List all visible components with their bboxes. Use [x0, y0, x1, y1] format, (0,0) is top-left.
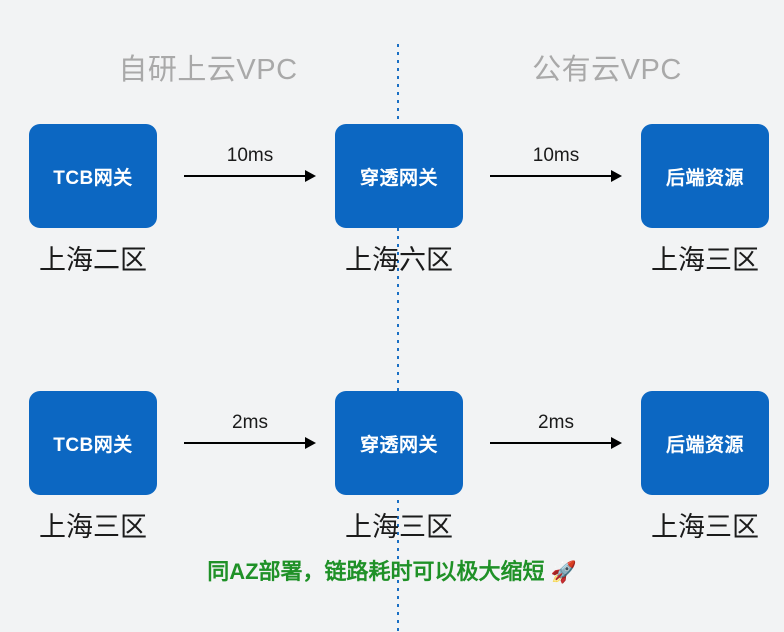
az-caption-row0-tcb-gateway: 上海二区: [39, 245, 147, 275]
arrow-row0-link1: [490, 166, 622, 186]
rocket-icon: 🚀: [550, 561, 577, 584]
az-caption-row0-backend-resource: 上海三区: [651, 245, 759, 275]
az-caption-row1-backend-resource: 上海三区: [651, 512, 759, 542]
arrow-shaft: [184, 442, 306, 444]
node-label: TCB网关: [53, 434, 133, 456]
arrow-head-icon: [611, 437, 622, 449]
node-row0-tcb-gateway[interactable]: TCB网关: [29, 124, 157, 228]
az-caption-row1-tcb-gateway: 上海三区: [39, 512, 147, 542]
node-label: 后端资源: [665, 434, 744, 456]
arrow-head-icon: [611, 170, 622, 182]
node-label: 后端资源: [665, 167, 744, 189]
arrow-head-icon: [305, 437, 316, 449]
zone-header-left: 自研上云VPC: [118, 54, 298, 86]
node-label: 穿透网关: [359, 167, 438, 189]
arrow-row0-link0: [184, 166, 316, 186]
arrow-shaft: [184, 175, 306, 177]
az-caption-row0-penetration-gateway: 上海六区: [345, 245, 453, 275]
node-row0-penetration-gateway[interactable]: 穿透网关: [335, 124, 463, 228]
node-row1-penetration-gateway[interactable]: 穿透网关: [335, 391, 463, 495]
latency-label-row1-link0: 2ms: [232, 412, 268, 433]
az-caption-row1-penetration-gateway: 上海三区: [345, 512, 453, 542]
node-row0-backend-resource[interactable]: 后端资源: [641, 124, 769, 228]
arrow-shaft: [490, 442, 612, 444]
arrow-shaft: [490, 175, 612, 177]
summary-caption-text: 同AZ部署，链路耗时可以极大缩短: [207, 559, 545, 584]
zone-header-right: 公有云VPC: [532, 54, 682, 86]
node-label: 穿透网关: [359, 434, 438, 456]
arrow-head-icon: [305, 170, 316, 182]
latency-label-row0-link0: 10ms: [226, 145, 274, 166]
latency-label-row1-link1: 2ms: [538, 412, 574, 433]
node-label: TCB网关: [53, 167, 133, 189]
node-row1-backend-resource[interactable]: 后端资源: [641, 391, 769, 495]
arrow-row1-link1: [490, 433, 622, 453]
latency-label-row0-link1: 10ms: [532, 145, 580, 166]
node-row1-tcb-gateway[interactable]: TCB网关: [29, 391, 157, 495]
vpc-divider-line: [397, 44, 399, 632]
summary-caption: 同AZ部署，链路耗时可以极大缩短 🚀: [0, 556, 784, 589]
arrow-row1-link0: [184, 433, 316, 453]
